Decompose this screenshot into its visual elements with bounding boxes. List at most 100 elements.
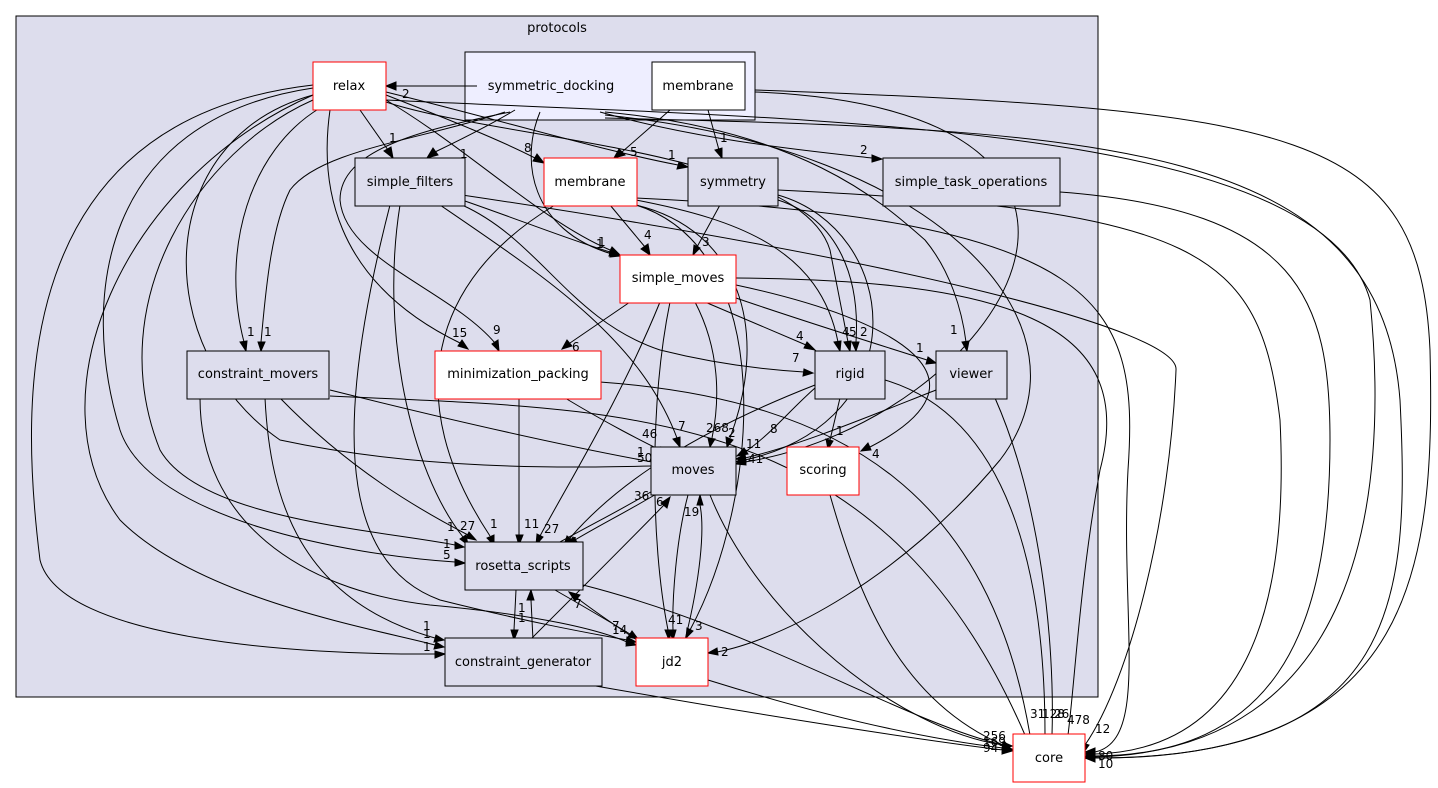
edge-label: 11 (524, 517, 539, 531)
edge-label: 1 (720, 131, 728, 145)
edge-relax-rigid: 5 (385, 101, 857, 353)
edge-scoring-core (829, 494, 1014, 751)
edge-relax-minimization-packing-a: 15 (326, 109, 470, 350)
edge-relax-membrane: 8 (385, 94, 546, 164)
edge-label: 50 (637, 451, 652, 465)
node-label: jd2 (661, 655, 682, 670)
edge-constraint-generator-moves: 6 (529, 495, 671, 641)
edge-rosetta-scripts-constraint-generator: 1 (510, 589, 526, 642)
node-label: membrane (662, 79, 733, 94)
edge-label: 6 (572, 340, 580, 354)
edge-membrane-sub-symmetry: 1 (707, 109, 728, 160)
node-scoring[interactable]: scoring (786, 446, 860, 496)
node-moves[interactable]: moves (650, 446, 737, 496)
edge-label: 1 (423, 627, 431, 641)
node-symmetry[interactable]: symmetry (687, 157, 779, 207)
edge-label: 6 (656, 495, 664, 509)
node-membrane-sub[interactable]: membrane (651, 61, 746, 111)
node-label: moves (671, 463, 714, 478)
node-minimization-packing[interactable]: minimization_packing (434, 350, 602, 400)
edge-constraint-movers-jd2 (199, 397, 638, 647)
edge-label: 1 (596, 237, 604, 251)
edge-label: 7 (792, 351, 800, 365)
node-simple-filters[interactable]: simple_filters (354, 157, 466, 207)
node-core[interactable]: core (1012, 733, 1086, 783)
edge-label: 1 (443, 537, 451, 551)
edge-label: 1 (423, 619, 431, 633)
edge-label: 1 (460, 147, 468, 161)
edge-label: 2 (860, 325, 868, 339)
edge-symdock-constraint-movers: 1 (257, 111, 506, 353)
edge-label: 19 (684, 505, 699, 519)
node-label-symmetric-docking: symmetric_docking (488, 79, 614, 94)
node-label: rigid (835, 367, 864, 382)
node-simple-moves[interactable]: simple_moves (619, 254, 737, 304)
edge-symdock-simple-filters: 1 (425, 109, 516, 161)
edge-rigid-moves: 8 (735, 387, 816, 457)
node-simple-task-operations[interactable]: simple_task_operations (882, 157, 1061, 207)
node-jd2[interactable]: jd2 (635, 637, 709, 687)
node-rigid[interactable]: rigid (814, 350, 886, 400)
edge-label: 2 (721, 645, 729, 659)
edge-label: 1 (389, 131, 397, 145)
edge-label: 1 (598, 235, 606, 249)
edge-constraint-movers-rosetta-scripts: 1 (279, 397, 478, 541)
node-label: simple_moves (632, 271, 725, 286)
node-label: symmetry (700, 175, 766, 190)
edge-label: 8 (770, 422, 778, 436)
edge-membrane-moves: 2 (635, 204, 748, 449)
edge-label: 41 (668, 613, 683, 627)
edge-membrane-simple-moves: 4 (609, 204, 652, 257)
edge-label: 4 (872, 447, 880, 461)
node-relax[interactable]: relax (312, 61, 387, 111)
edge-label: 1 (916, 341, 924, 355)
edge-jd2-rosetta-scripts: 7 (567, 591, 641, 643)
edge-label: 1 (950, 323, 958, 337)
edge-label: 1 (264, 325, 272, 339)
edge-label: 1 (836, 424, 844, 438)
node-constraint-generator[interactable]: constraint_generator (444, 637, 603, 687)
node-label: minimization_packing (447, 367, 589, 382)
cluster-label: protocols (527, 21, 587, 36)
edge-label: 1 (247, 325, 255, 339)
edge-label: 12 (1095, 722, 1110, 736)
edge-symdock-simple-moves (530, 111, 622, 258)
edge-simple-filters-rosetta-scripts: 27 (393, 204, 475, 547)
edge-label: 3 (695, 619, 703, 633)
edge-label: 4 (796, 329, 804, 343)
edge-label: 2 (860, 143, 868, 157)
node-label: viewer (949, 367, 993, 382)
edge-simple-filters-moves: 7 (439, 204, 686, 449)
edge-label: 478 (1067, 713, 1090, 727)
edge-symdock-core (604, 117, 1403, 763)
edge-label: 11 (746, 437, 761, 451)
edge-label: 1 (423, 640, 431, 654)
edge-label: 7 (678, 419, 686, 433)
node-label: constraint_generator (455, 655, 592, 670)
edge-relax-rosetta-scripts-b: 5 (102, 87, 467, 567)
node-label: relax (333, 79, 366, 94)
node-viewer[interactable]: viewer (935, 350, 1008, 400)
edge-label: 256 (983, 729, 1006, 743)
edge-label: 9 (493, 323, 501, 337)
edge-symdock-minimization-packing: 9 (339, 111, 511, 353)
edge-relax-simple-filters: 1 (359, 109, 397, 160)
edge-label: 1 (518, 601, 526, 615)
edge-label: 7 (574, 597, 582, 611)
node-label: constraint_movers (198, 367, 319, 382)
node-label: rosetta_scripts (475, 559, 571, 574)
edge-label: 27 (460, 519, 475, 533)
edge-relax-constraint-generator-b: 1 (31, 84, 447, 659)
edge-label: 15 (452, 326, 467, 340)
node-rosetta-scripts[interactable]: rosetta_scripts (464, 541, 584, 591)
edge-label: 128 (1042, 707, 1065, 721)
node-label: simple_task_operations (895, 175, 1048, 190)
node-label: simple_filters (367, 175, 454, 190)
node-membrane[interactable]: membrane (543, 157, 638, 207)
edge-simple-moves-minimization-packing: 6 (560, 301, 631, 354)
edge-label: 26 (1054, 707, 1069, 721)
edge-relax-symmetry: 1 (385, 91, 690, 170)
edge-label: 1 (447, 520, 455, 534)
node-constraint-movers[interactable]: constraint_movers (186, 350, 330, 400)
